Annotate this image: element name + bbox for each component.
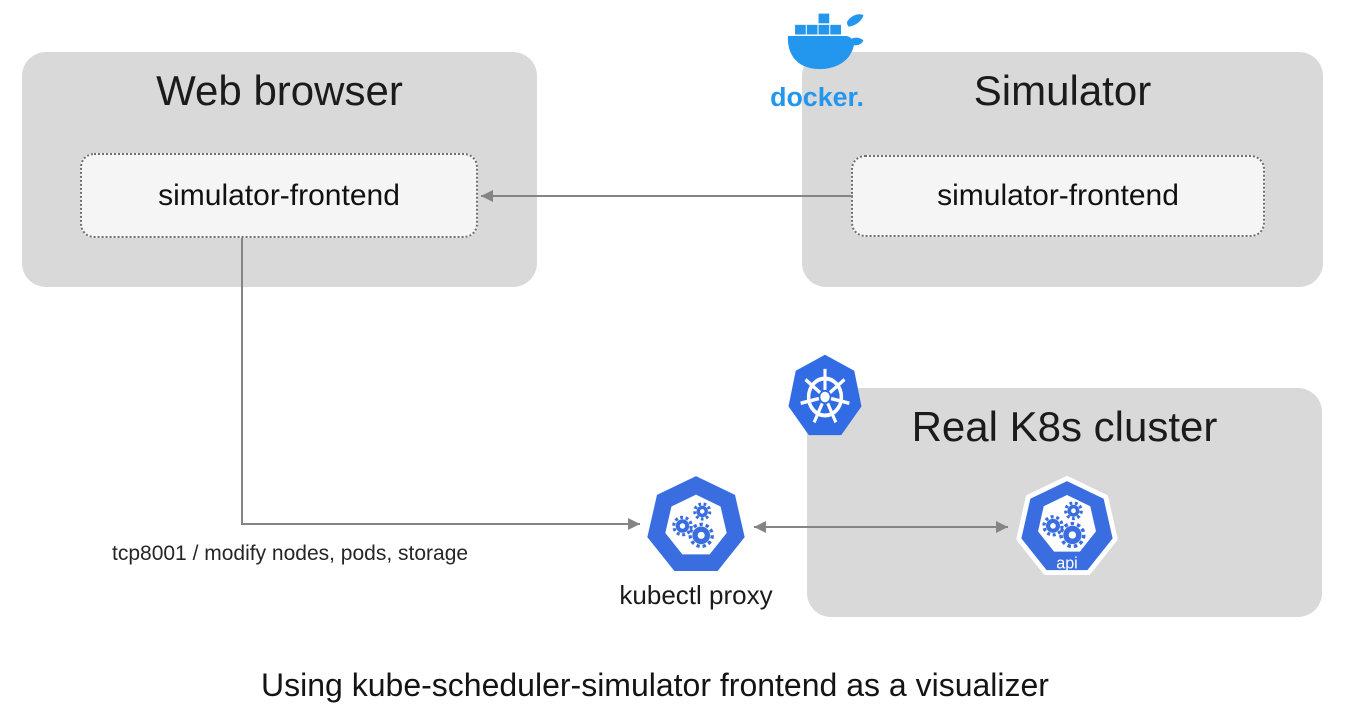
group-real-k8s-cluster: Real K8s cluster <box>807 388 1322 617</box>
kubectl-proxy-label: kubectl proxy <box>619 580 773 610</box>
diagram-caption: Using kube-scheduler-simulator frontend … <box>261 667 1049 703</box>
group-web-browser: Web browser simulator-frontend <box>22 52 537 287</box>
k8s-api-icon: api <box>1016 476 1118 576</box>
edge-label-tcp8001: tcp8001 / modify nodes, pods, storage <box>112 542 469 565</box>
real-k8s-cluster-title: Real K8s cluster <box>911 403 1218 450</box>
node-simulator-frontend-browser: simulator-frontend <box>80 153 478 238</box>
k8s-helm-wheel <box>800 368 850 424</box>
docker-wordmark: docker. <box>770 84 864 110</box>
docker-whale <box>787 13 864 70</box>
gears-icon <box>672 502 714 549</box>
node-simulator-frontend-browser-label: simulator-frontend <box>158 178 400 212</box>
web-browser-title: Web browser <box>156 67 403 114</box>
group-simulator: Simulator simulator-frontend <box>802 52 1323 287</box>
node-simulator-frontend-simulator-label: simulator-frontend <box>937 179 1179 212</box>
docker-logo-icon: docker. <box>770 13 864 110</box>
simulator-title: Simulator <box>973 67 1152 114</box>
kubectl-proxy-icon <box>647 476 745 572</box>
api-label: api <box>1056 554 1078 572</box>
kubernetes-logo-icon <box>788 354 862 436</box>
node-simulator-frontend-simulator: simulator-frontend <box>851 155 1265 237</box>
